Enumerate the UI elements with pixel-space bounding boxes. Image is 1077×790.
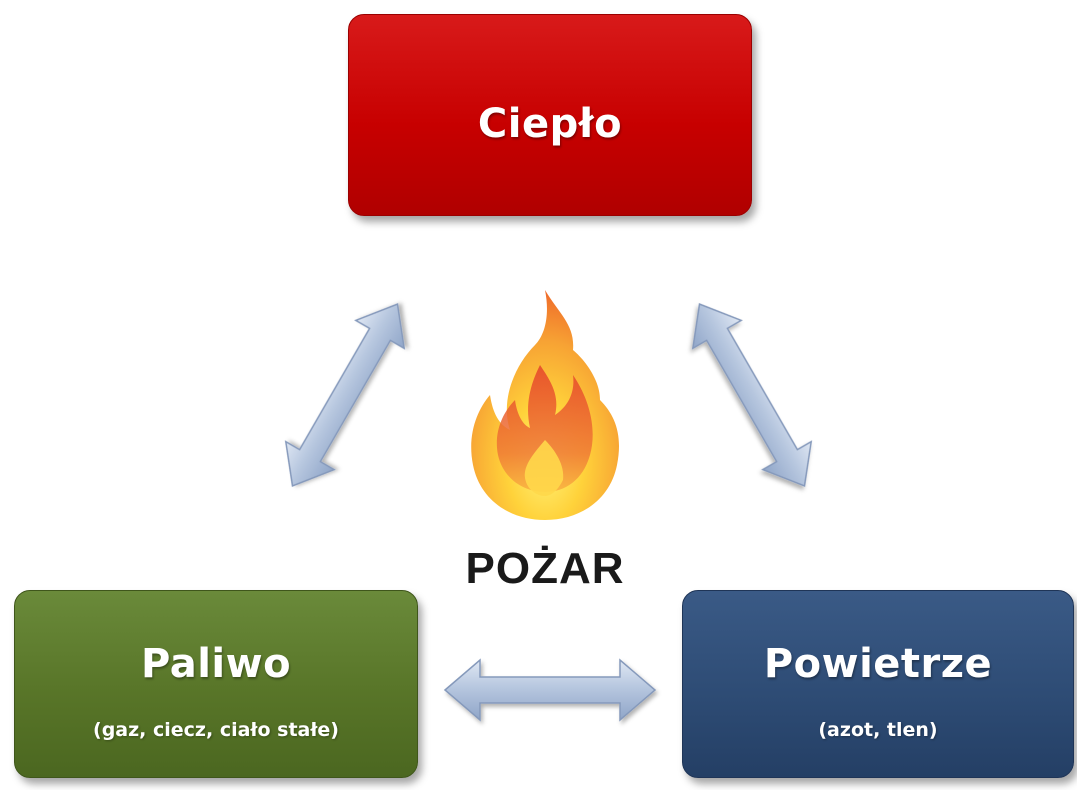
- node-fuel: Paliwo (gaz, ciecz, ciało stałe): [14, 590, 418, 778]
- arrow-heat-fuel: [284, 303, 406, 487]
- node-air-title: Powietrze: [763, 641, 993, 687]
- node-heat: Ciepło: [348, 14, 752, 216]
- node-air: Powietrze (azot, tlen): [682, 590, 1074, 778]
- node-fuel-title: Paliwo: [140, 641, 292, 687]
- center-label: POŻAR: [465, 544, 625, 593]
- arrow-heat-air: [691, 303, 813, 487]
- node-air-subtitle: (azot, tlen): [818, 719, 938, 741]
- node-fuel-subtitle: (gaz, ciecz, ciało stałe): [93, 719, 339, 741]
- node-heat-title: Ciepło: [477, 101, 623, 147]
- flame-icon: [471, 290, 620, 520]
- arrow-fuel-air: [443, 658, 657, 722]
